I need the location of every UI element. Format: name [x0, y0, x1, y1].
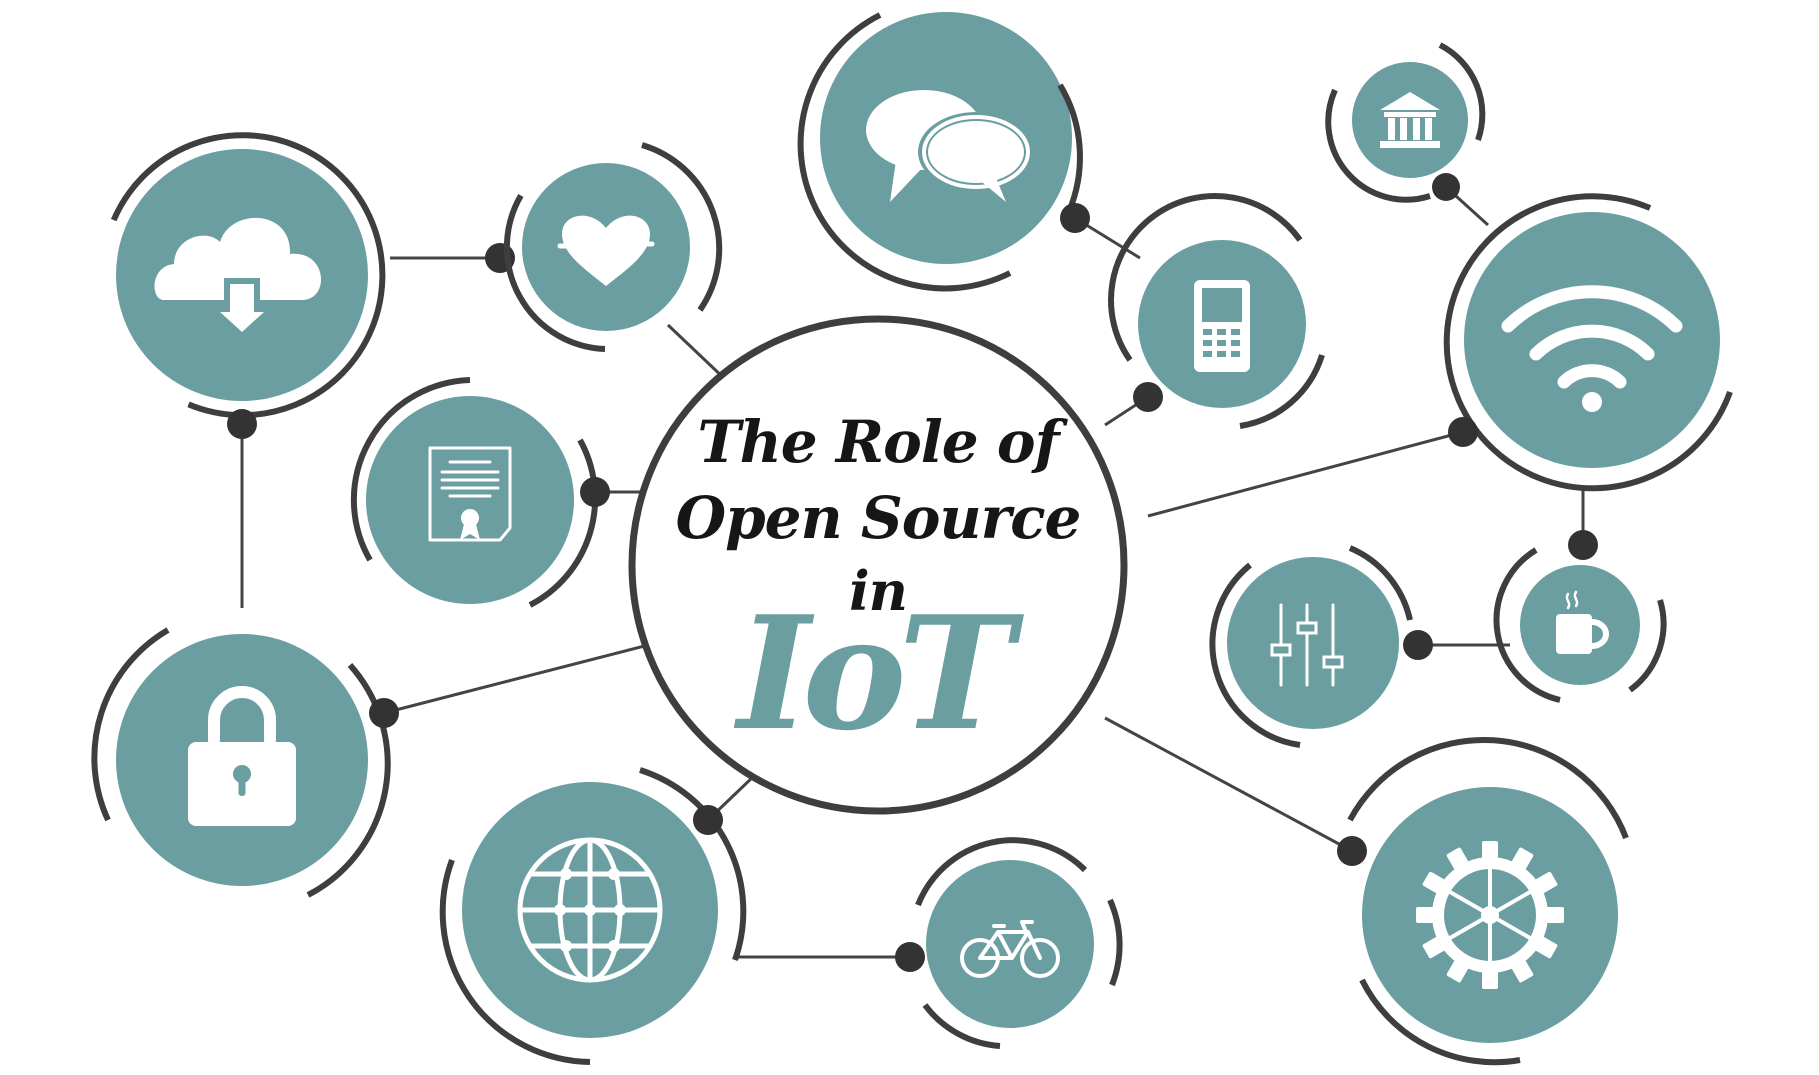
edge-lock-center [383, 640, 661, 715]
sliders-disc [1227, 557, 1399, 729]
sliders-connector-dot [1403, 630, 1433, 660]
node-coffee [1403, 547, 1667, 703]
mobile-phone-connector-dot [1133, 382, 1163, 412]
node-certificate [350, 377, 610, 608]
node-lock [91, 627, 399, 898]
certificate-ring-right [528, 438, 599, 608]
title-iot: IoT [733, 582, 1024, 765]
heart-rate-ring-outer [641, 142, 723, 312]
certificate-ring [350, 377, 471, 562]
bank-disc [1352, 62, 1468, 178]
globe-ring [639, 767, 747, 961]
mobile-phone-ring-lower [1239, 354, 1325, 429]
node-bank [1325, 42, 1486, 203]
bank-connector-dot [1432, 173, 1460, 201]
edge-gear-center [1104, 716, 1353, 853]
bank-building-icon [1380, 92, 1440, 148]
certificate-connector-dot [580, 477, 610, 507]
heart-rate-ring [503, 193, 606, 352]
bicycle-disc [926, 860, 1094, 1028]
coffee-ring [1493, 547, 1561, 703]
bicycle-icon [960, 920, 1060, 978]
node-globe [439, 767, 747, 1065]
coffee-ring-outer [1628, 599, 1667, 693]
chat-connector-dot [1060, 203, 1090, 233]
certificate-disc [366, 396, 574, 604]
node-gear [1337, 736, 1629, 1066]
mobile-phone-ring [1108, 192, 1303, 362]
gear-icon [1416, 841, 1564, 989]
bicycle-ring [915, 837, 1088, 907]
cloud-download-connector-dot [227, 409, 257, 439]
wifi-connector-dot [1448, 417, 1478, 447]
bicycle-ring-right [1107, 898, 1123, 987]
node-bicycle [895, 837, 1123, 1049]
bank-ring [1325, 88, 1431, 203]
lock-ring [91, 627, 170, 822]
cloud-download-icon [154, 217, 322, 338]
node-heart-rate [503, 142, 723, 352]
globe-ring-left [439, 858, 591, 1065]
title-line-1: The Role of [697, 408, 1068, 476]
node-sliders [1209, 545, 1413, 748]
gear-ring-lower [1359, 978, 1521, 1066]
wifi-disc [1464, 212, 1720, 468]
chat-ring [797, 12, 1012, 292]
sliders-ring-right [1348, 545, 1413, 621]
gear-connector-dot [1337, 836, 1367, 866]
bicycle-connector-dot [895, 942, 925, 972]
heartbeat-icon [557, 215, 655, 286]
coffee-cup-icon [1556, 590, 1609, 654]
bank-ring-outer [1438, 42, 1486, 141]
cloud-download-ring [110, 132, 386, 419]
edge-wifi-center [1147, 430, 1464, 518]
wifi-icon [1501, 285, 1683, 412]
node-wifi [1443, 193, 1733, 560]
coffee-connector-dot [1568, 530, 1598, 560]
gear-ring [1347, 736, 1629, 840]
node-chat [797, 12, 1090, 292]
bicycle-ring-lower [922, 1003, 1001, 1049]
title-hub-ring [628, 315, 1128, 815]
node-cloud-download [110, 132, 515, 439]
sliders-ring [1209, 562, 1301, 748]
chat-bubbles-icon [866, 90, 1034, 202]
title-line-3: in [849, 559, 907, 623]
padlock-icon [188, 686, 296, 826]
wifi-ring [1443, 193, 1733, 492]
mobile-phone-icon [1194, 280, 1250, 372]
title-hub: The Role of Open Source in IoT [628, 315, 1128, 815]
equalizer-sliders-icon [1270, 603, 1344, 687]
certificate-icon [428, 446, 512, 542]
globe-icon [517, 837, 663, 983]
title-line-2: Open Source [676, 484, 1081, 552]
node-mobile-phone [1108, 192, 1325, 429]
edge-heart-center [666, 323, 730, 384]
lock-ring-right [306, 663, 391, 898]
lock-connector-dot [369, 698, 399, 728]
globe-connector-dot [693, 805, 723, 835]
